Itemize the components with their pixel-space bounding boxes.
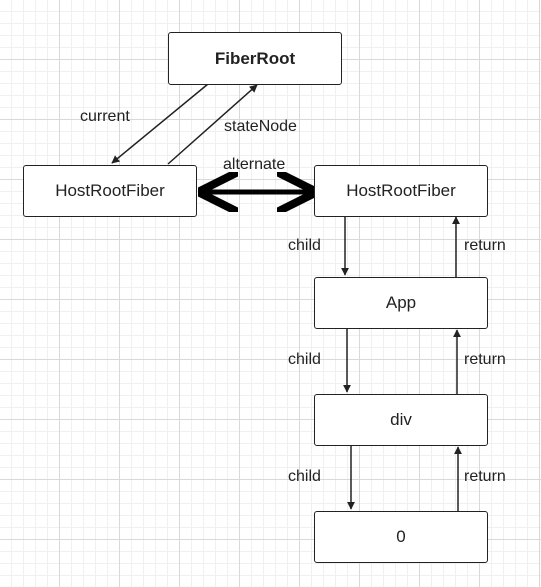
host-root-fiber-wip-node: HostRootFiber (314, 165, 488, 217)
statenode-edge-label: stateNode (224, 118, 297, 135)
fiber-root-node: FiberRoot (168, 32, 342, 85)
return-edge-label-3: return (464, 468, 506, 485)
div-label: div (390, 410, 412, 429)
statenode-arrow (167, 84, 258, 165)
host-root-fiber-current-label: HostRootFiber (55, 181, 165, 200)
return-edge-label-2: return (464, 351, 506, 368)
child-edge-label-2: child (288, 351, 321, 368)
app-node: App (314, 277, 488, 329)
child-edge-label-3: child (288, 468, 321, 485)
current-edge-label: current (80, 108, 130, 125)
text-node-label: 0 (396, 527, 406, 546)
host-root-fiber-current-node: HostRootFiber (23, 165, 197, 217)
current-arrow (111, 83, 209, 164)
return-edge-label-1: return (464, 237, 506, 254)
div-node: div (314, 394, 488, 446)
host-root-fiber-wip-label: HostRootFiber (346, 181, 456, 200)
app-label: App (385, 293, 417, 312)
alternate-edge-label: alternate (223, 156, 286, 173)
fiber-root-label: FiberRoot (214, 48, 296, 68)
child-edge-label-1: child (288, 237, 321, 254)
text-node: 0 (314, 511, 488, 563)
